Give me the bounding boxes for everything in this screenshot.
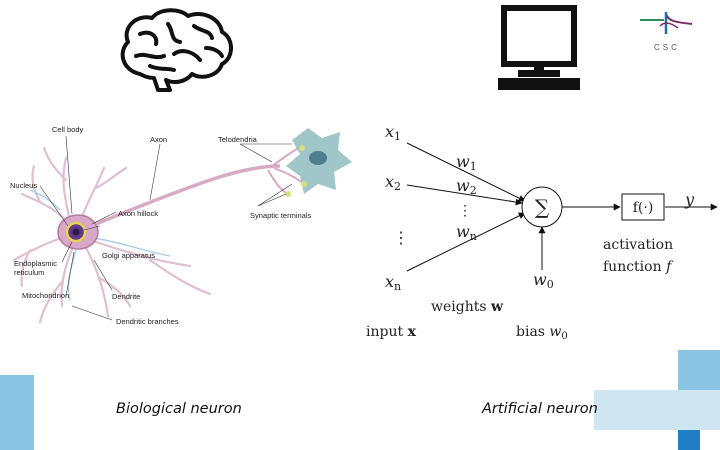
label-dendrite: Dendrite <box>112 292 140 301</box>
csc-logo: CSC <box>640 12 693 52</box>
brain-icon <box>120 8 233 92</box>
logo-text: CSC <box>654 43 680 52</box>
label-axon: Axon <box>150 135 167 144</box>
label-mitochondrion: Mitochondrion <box>22 291 69 300</box>
activation-box-label: f(·) <box>633 200 654 216</box>
bias-w0: w0 <box>533 270 554 291</box>
label-er-line1: Endoplasmic <box>14 259 57 268</box>
summation-node <box>521 186 563 228</box>
label-telodendria: Telodendria <box>218 135 258 144</box>
weight-wn: wn <box>456 222 477 243</box>
accent-block-left <box>0 375 34 450</box>
input-x2: x2 <box>385 172 401 193</box>
weights-label: weights w <box>431 299 504 315</box>
accent-block-right-top <box>678 350 720 390</box>
weight-w2: w2 <box>456 176 477 197</box>
label-dendritic-branches: Dendritic branches <box>116 317 179 326</box>
activation-label-line1: activation <box>603 237 673 253</box>
computer-icon <box>498 5 580 90</box>
sum-symbol: ∑ <box>535 195 550 219</box>
label-synaptic-terminals: Synaptic terminals <box>250 211 312 220</box>
artificial-neuron-caption: Artificial neuron <box>482 401 598 417</box>
biological-neuron-caption: Biological neuron <box>116 401 242 417</box>
accent-block-right-dark <box>678 430 700 450</box>
artificial-neuron-diagram: ∑ f(·) x1 x2 ⋮ xn w1 w2 ⋮ wn w0 y activa… <box>366 122 718 342</box>
biological-neuron-illustration: Cell body Axon Telodendria Nucleus Axon … <box>10 125 352 326</box>
input-x1: x1 <box>385 122 401 143</box>
bias-label: bias w0 <box>516 324 568 342</box>
accent-block-right-light <box>594 390 678 430</box>
edge-x2-sum <box>406 184 523 206</box>
weight-w1: w1 <box>456 152 477 173</box>
activation-label-line2: function f <box>603 259 674 275</box>
edge-xn-sum <box>406 212 526 272</box>
label-cell-body: Cell body <box>52 125 84 134</box>
label-nucleus: Nucleus <box>10 181 37 190</box>
label-axon-hillock: Axon hillock <box>118 209 158 218</box>
output-y: y <box>684 190 695 209</box>
accent-block-right-mid <box>678 390 720 430</box>
label-er-line2: reticulum <box>14 268 44 277</box>
activation-box <box>621 193 665 221</box>
input-label: input x <box>366 324 417 340</box>
weight-vdots: ⋮ <box>458 203 472 219</box>
input-xn: xn <box>385 272 401 293</box>
edge-x1-sum <box>406 142 526 202</box>
input-vdots: ⋮ <box>393 228 409 247</box>
label-golgi-apparatus: Golgi apparatus <box>102 251 155 260</box>
